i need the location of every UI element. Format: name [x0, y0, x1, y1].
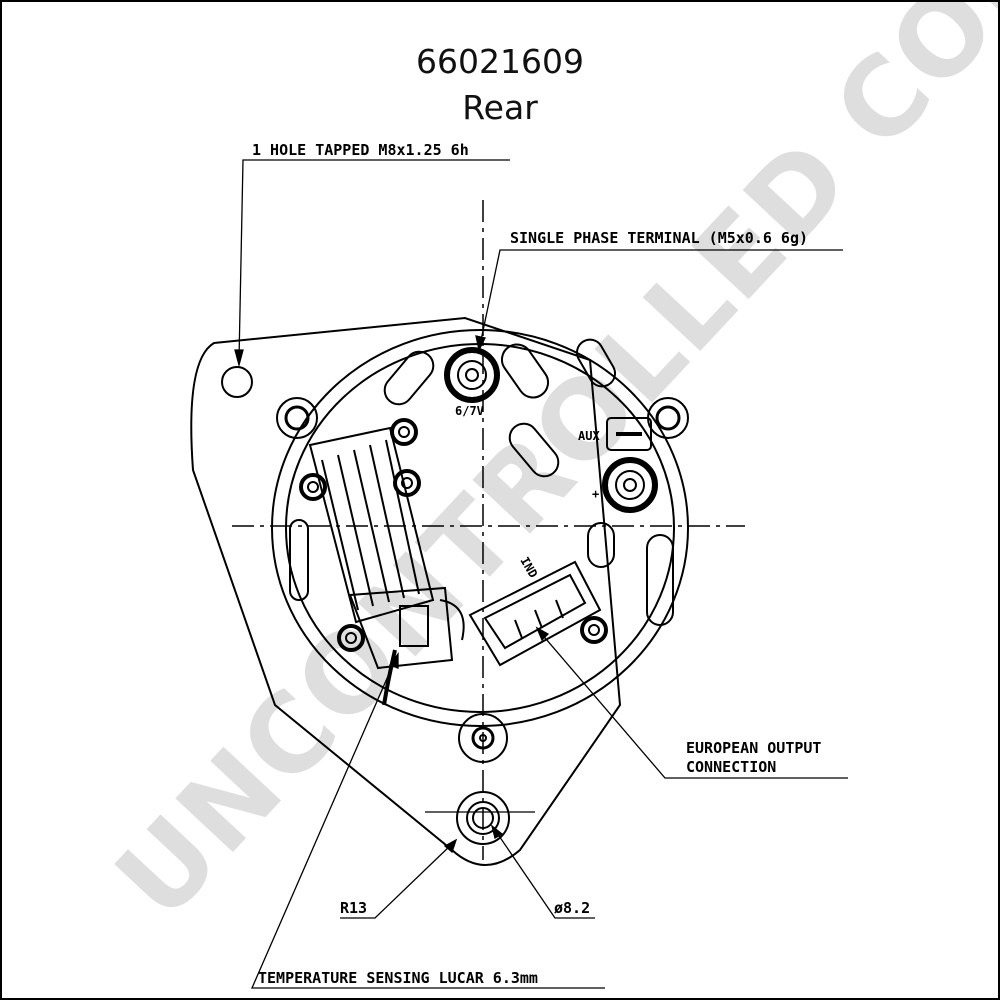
regulator-body — [308, 426, 435, 624]
label-single-phase: SINGLE PHASE TERMINAL (M5x0.6 6g) — [510, 229, 808, 247]
leader-european-output — [539, 631, 848, 779]
label-european-output-2: CONNECTION — [686, 758, 776, 776]
watermark: UNCONTROLLED COPY — [93, 0, 1000, 943]
ear-left — [276, 397, 318, 439]
view-title: Rear — [462, 88, 538, 127]
label-european-output-1: EUROPEAN OUTPUT — [686, 739, 821, 757]
mark-plus: + — [592, 487, 599, 501]
wire-plug — [348, 586, 454, 670]
label-diameter: ø8.2 — [554, 899, 590, 917]
mounting-hole-left — [221, 366, 253, 398]
label-radius: R13 — [340, 899, 367, 917]
mark-voltage: 6/7V — [455, 404, 484, 418]
label-hole-tapped: 1 HOLE TAPPED M8x1.25 6h — [252, 141, 469, 159]
leader-temperature — [251, 659, 605, 989]
leader-hole-tapped — [238, 159, 510, 361]
european-output-connector — [468, 560, 602, 667]
leader-diameter — [494, 829, 595, 919]
housing-outline — [271, 329, 689, 727]
leader-radius — [340, 842, 454, 919]
output-terminal — [602, 457, 658, 513]
part-number-title: 66021609 — [416, 42, 584, 81]
single-phase-terminal — [444, 347, 500, 403]
label-temperature-sensing: TEMPERATURE SENSING LUCAR 6.3mm — [258, 969, 538, 987]
bottom-bushing — [456, 791, 510, 845]
aux-terminal — [606, 417, 652, 451]
leader-single-phase — [479, 249, 843, 346]
mark-aux: AUX — [578, 429, 600, 443]
